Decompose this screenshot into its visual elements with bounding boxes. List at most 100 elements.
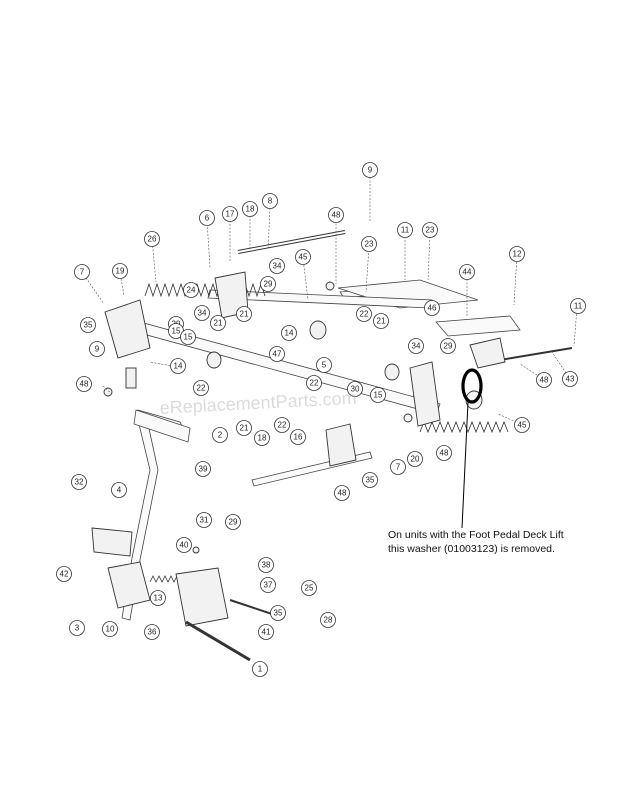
callout-circle — [536, 372, 552, 388]
right-link — [499, 347, 573, 361]
callout-balloon: 21 — [373, 313, 389, 329]
callout-balloon: 2 — [212, 427, 228, 443]
pedal-pin — [229, 599, 279, 617]
nut-lower — [192, 546, 200, 554]
callout-circle — [262, 193, 278, 209]
callout-balloon: 37 — [260, 577, 276, 593]
callout-balloon: 32 — [71, 474, 87, 490]
callout-number: 44 — [463, 268, 472, 277]
callout-balloon: 29 — [225, 514, 241, 530]
callout-circle — [212, 427, 228, 443]
callout-circle — [193, 380, 209, 396]
callout-number: 11 — [574, 302, 583, 311]
callout-balloon: 48 — [436, 445, 452, 461]
callout-balloon: 24 — [183, 282, 199, 298]
callout-balloon: 45 — [295, 249, 311, 265]
callout-balloon: 29 — [260, 276, 276, 292]
callout-circle — [180, 329, 196, 345]
callout-balloon: 34 — [408, 338, 424, 354]
callout-number: 40 — [180, 541, 189, 550]
callout-circle — [170, 358, 186, 374]
callout-balloon: 48 — [536, 372, 552, 388]
callout-balloon: 39 — [195, 461, 211, 477]
bushing-b — [206, 351, 222, 369]
callout-balloon: 1 — [252, 661, 268, 677]
callout-number: 37 — [264, 581, 273, 590]
bushing-a — [309, 320, 327, 340]
callout-circle — [362, 472, 378, 488]
callout-number: 36 — [148, 628, 157, 637]
callout-balloon: 14 — [281, 325, 297, 341]
callout-number: 41 — [262, 628, 271, 637]
callout-circle — [422, 222, 438, 238]
callout-circle — [562, 371, 578, 387]
bushing-c — [384, 363, 400, 381]
lower-bracket — [107, 561, 151, 609]
callout-number: 24 — [187, 286, 196, 295]
callout-number: 48 — [332, 211, 341, 220]
callout-number: 48 — [540, 376, 549, 385]
callout-number: 7 — [80, 268, 85, 277]
callout-circle — [254, 430, 270, 446]
callout-circle — [269, 346, 285, 362]
callout-balloon: 11 — [397, 222, 413, 238]
nut-right — [403, 413, 413, 423]
callout-number: 48 — [338, 489, 347, 498]
callout-number: 18 — [258, 434, 267, 443]
callout-balloon: 21 — [236, 306, 252, 322]
callout-circle — [80, 317, 96, 333]
callout-circle — [258, 557, 274, 573]
callout-balloon: 26 — [144, 231, 160, 247]
callout-number: 35 — [366, 476, 375, 485]
callout-number: 39 — [199, 465, 208, 474]
right-bracket — [469, 337, 506, 369]
callout-circle — [390, 459, 406, 475]
callout-circle — [274, 417, 290, 433]
callout-number: 45 — [518, 421, 527, 430]
handle-grip — [133, 409, 191, 443]
callout-circle — [408, 338, 424, 354]
callout-number: 29 — [444, 342, 453, 351]
callout-number: 21 — [240, 424, 249, 433]
callout-number: 22 — [360, 310, 369, 319]
callout-balloon: 5 — [316, 357, 332, 373]
callout-number: 15 — [184, 333, 193, 342]
callout-number: 18 — [246, 205, 255, 214]
callout-number: 2 — [218, 431, 223, 440]
callout-balloon: 28 — [320, 612, 336, 628]
callout-circle — [111, 482, 127, 498]
callout-balloon: 48 — [334, 485, 350, 501]
callout-balloon: 35 — [80, 317, 96, 333]
callout-balloon: 15 — [370, 387, 386, 403]
callout-number: 30 — [351, 385, 360, 394]
callout-balloon: 43 — [562, 371, 578, 387]
callout-number: 8 — [268, 197, 273, 206]
callout-balloon: 38 — [258, 557, 274, 573]
callout-circle — [194, 305, 210, 321]
callout-circle — [144, 231, 160, 247]
callout-circle — [195, 461, 211, 477]
callout-number: 12 — [513, 250, 522, 259]
callout-number: 23 — [426, 226, 435, 235]
washer-note: On units with the Foot Pedal Deck Lift t… — [388, 528, 598, 556]
note-line-2: this washer (01003123) is removed. — [388, 543, 555, 555]
callout-balloon: 46 — [424, 300, 440, 316]
callout-balloon: 35 — [270, 605, 286, 621]
callout-circle — [459, 264, 475, 280]
callout-circle — [361, 236, 377, 252]
callout-number: 32 — [75, 478, 84, 487]
callout-balloon: 9 — [89, 341, 105, 357]
callout-circle — [320, 612, 336, 628]
callout-balloon: 20 — [407, 451, 423, 467]
callout-circle — [347, 381, 363, 397]
callout-number: 13 — [154, 594, 163, 603]
callout-circle — [56, 566, 72, 582]
callout-number: 38 — [262, 561, 271, 570]
callout-number: 34 — [198, 309, 207, 318]
callout-circle — [69, 620, 85, 636]
callout-balloon: 18 — [254, 430, 270, 446]
upper-rod-inner — [237, 231, 346, 253]
callout-circle — [306, 375, 322, 391]
callout-number: 6 — [205, 214, 210, 223]
